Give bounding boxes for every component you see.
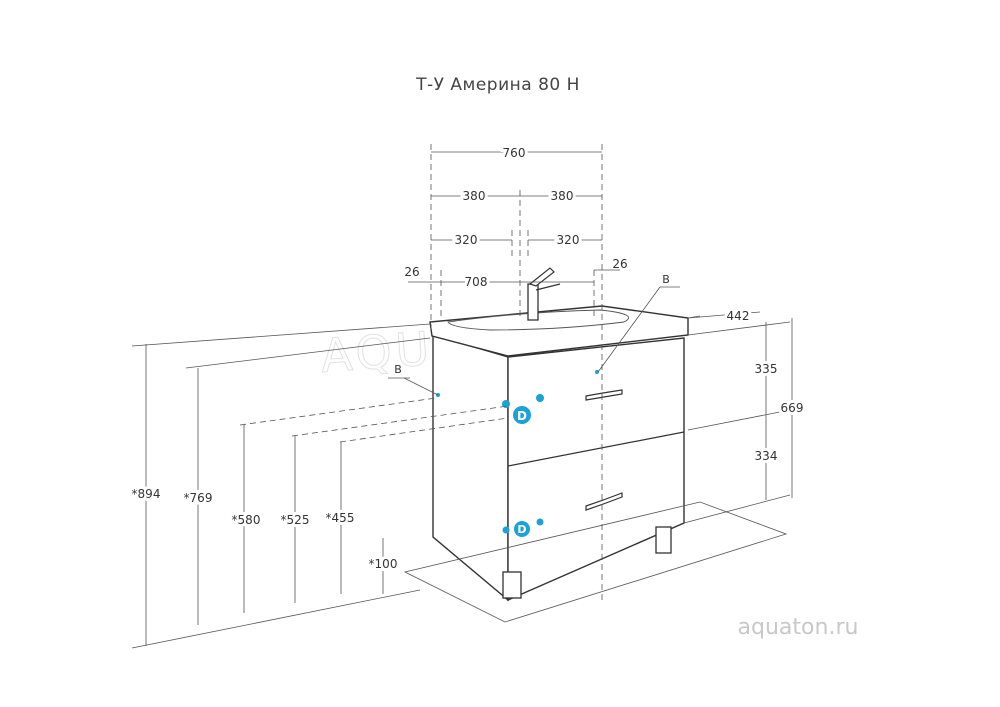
dim-335: 335 (755, 362, 778, 376)
floor-footprint (403, 501, 788, 623)
right-dimensions: 442 335 669 334 (683, 306, 806, 524)
dim-334: 334 (755, 449, 778, 463)
water-inlet-left-icon (502, 400, 510, 408)
b-callouts: B B (388, 273, 680, 396)
cabinet-side-panel (432, 334, 509, 602)
svg-text:D: D (517, 523, 526, 536)
label-b-left: B (394, 363, 402, 376)
dim-26-left: 26 (404, 265, 419, 279)
dim-708: 708 (465, 275, 488, 289)
water-inlet-right-icon (536, 394, 544, 402)
dim-320-right: 320 (557, 233, 580, 247)
dim-455: *455 (326, 511, 355, 525)
drain-d-lower-marker-icon (514, 521, 530, 537)
dim-100: *100 (369, 557, 398, 571)
front-left-leg (502, 571, 522, 599)
dim-894: *894 (132, 487, 161, 501)
lower-drawer-handle (585, 492, 623, 511)
cabinet-front (507, 337, 685, 602)
drain-d-marker-icon (513, 406, 531, 424)
left-dimensions: *894 *769 *580 *525 *455 *100 (129, 323, 788, 649)
drawer-divider (507, 431, 685, 467)
upper-drawer-handle (585, 389, 623, 401)
dim-769: *769 (184, 491, 213, 505)
site-url: aquaton.ru (738, 615, 859, 640)
b-point-right-icon (595, 370, 599, 374)
dim-380-left: 380 (463, 189, 486, 203)
front-right-leg (655, 526, 672, 554)
label-b-right: B (662, 273, 670, 286)
drawing-title: Т-У Америна 80 Н (415, 75, 580, 95)
dim-669: 669 (781, 401, 804, 415)
faucet-icon (527, 267, 561, 321)
dim-442: 442 (727, 309, 750, 323)
dim-525: *525 (281, 513, 310, 527)
dim-26-right: 26 (612, 257, 627, 271)
dim-760: 760 (503, 146, 526, 160)
svg-text:D: D (517, 409, 527, 423)
vanity-cabinet (429, 267, 689, 602)
top-dimensions: 760 380 380 320 320 26 708 26 (404, 143, 628, 600)
dim-380-right: 380 (551, 189, 574, 203)
dim-320-left: 320 (455, 233, 478, 247)
dim-580: *580 (232, 513, 261, 527)
utility-markers: D D (436, 370, 599, 537)
